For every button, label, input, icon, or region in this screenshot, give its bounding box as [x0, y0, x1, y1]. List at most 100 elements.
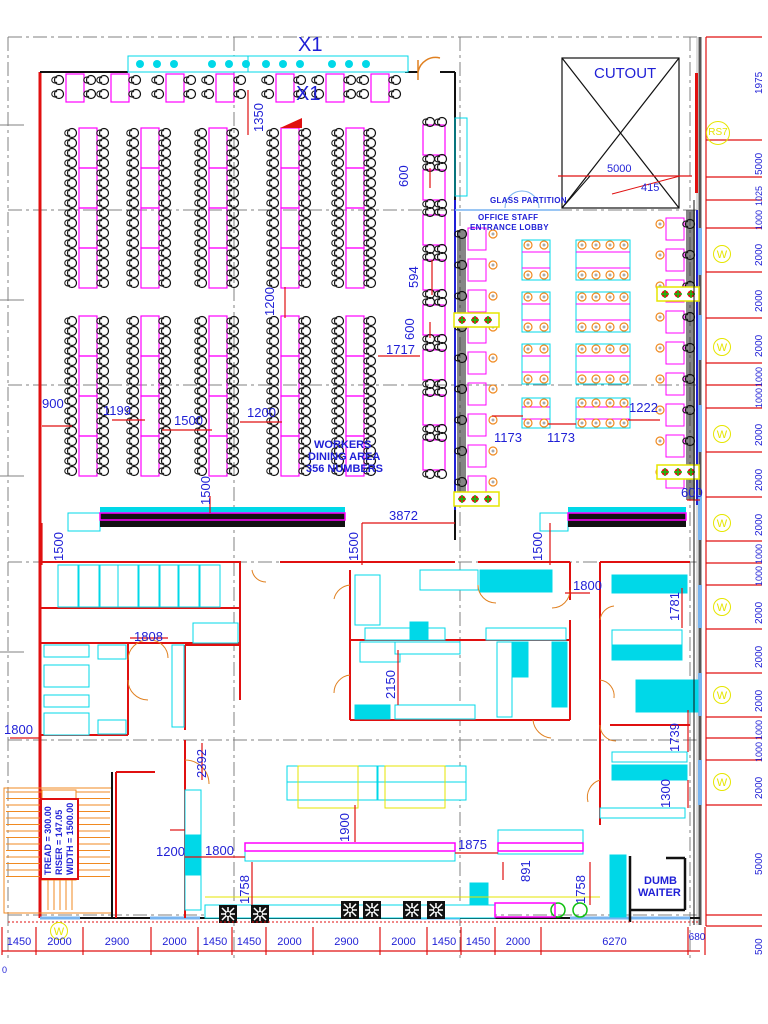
- bottom-dim-1: 1450: [6, 936, 32, 948]
- bottom-dim-13: 6270: [602, 936, 627, 948]
- right-dim-20: 2000: [754, 776, 765, 799]
- dim-2392: 2392: [194, 749, 209, 778]
- right-dim-2: 5000: [754, 152, 765, 175]
- bottom-dim-14: 680: [688, 932, 706, 943]
- cutout-width-dim: 5000: [607, 163, 632, 175]
- column-marker-w: W: [713, 514, 731, 532]
- dim-1800-left: 1800: [4, 722, 33, 737]
- right-dim-17: 2000: [754, 689, 765, 712]
- origin-label: 0: [2, 965, 8, 975]
- right-dim-9: 1000: [754, 387, 764, 408]
- dim-900: 900: [42, 396, 64, 411]
- dim-1500: 1500: [174, 413, 203, 428]
- bottom-dim-6: 1450: [236, 936, 262, 948]
- dim-600-top: 600: [396, 165, 411, 187]
- bottom-dim-5: 1450: [202, 936, 228, 948]
- column-marker-w: W: [713, 686, 731, 704]
- column-marker-w: W: [713, 245, 731, 263]
- dimension-lines: [1, 36, 762, 955]
- dim-1717: 1717: [386, 342, 415, 357]
- top-counter: [127, 55, 409, 73]
- glass-partition-label: GLASS PARTITION: [490, 196, 567, 205]
- right-dim-22: 500: [754, 938, 765, 955]
- dim-1900: 1900: [337, 813, 352, 842]
- right-dim-21: 5000: [754, 852, 765, 875]
- dining-label-line3: 356 NUMBERS: [306, 463, 384, 475]
- dim-600-right: 600: [681, 485, 703, 500]
- dim-891: 891: [518, 860, 533, 882]
- dim-1500-vertical-1: 1500: [198, 476, 213, 505]
- right-dim-15: 2000: [754, 601, 765, 624]
- dim-1173-b: 1173: [547, 430, 575, 445]
- right-dim-14: 1000: [754, 565, 764, 586]
- serving-counter-right: [539, 507, 687, 532]
- dim-1739: 1739: [667, 723, 682, 752]
- dim-600-mid: 600: [402, 318, 417, 340]
- bottom-dim-3: 2900: [104, 936, 130, 948]
- bottom-dim-11: 1450: [465, 936, 491, 948]
- stair-specification-note: TREAD = 300.00 RISER = 147.05 WIDTH = 15…: [40, 797, 79, 880]
- bottom-dim-2: 2000: [47, 936, 72, 948]
- dim-1199: 1199: [103, 403, 131, 418]
- dim-1500-vertical-2: 1500: [346, 532, 361, 561]
- dining-label-line2: DINING AREA: [308, 451, 381, 463]
- right-dim-5: 2000: [754, 243, 765, 266]
- bottom-dim-9: 2000: [391, 936, 416, 948]
- dim-1350: 1350: [251, 103, 266, 132]
- right-dim-7: 2000: [754, 334, 765, 357]
- dim-1758-b: 1758: [573, 875, 588, 904]
- grid-label-x1-top: X1: [298, 34, 323, 56]
- dim-1500-vertical-3: 1500: [51, 532, 66, 561]
- column-marker-rs7: RS7: [706, 121, 730, 145]
- dim-1200-horizontal: 1200: [247, 405, 276, 420]
- dim-1200-lower: 1200: [156, 844, 185, 859]
- right-dim-6: 2000: [754, 289, 765, 312]
- plant-boxes: [453, 286, 700, 507]
- column-marker-w: W: [713, 338, 731, 356]
- serving-counter-left: [67, 507, 346, 532]
- dim-1808: 1808: [134, 629, 163, 644]
- dim-1875: 1875: [458, 837, 487, 852]
- column-marker-w: W: [713, 425, 731, 443]
- dim-1200-vertical: 1200: [262, 287, 277, 316]
- grid-label-x1-bottom: X1: [296, 83, 321, 105]
- right-dim-11: 2000: [754, 468, 765, 491]
- bottom-dim-8: 2900: [334, 936, 359, 948]
- cutout-label: CUTOUT: [594, 65, 657, 82]
- column-marker-w: W: [713, 598, 731, 616]
- column-marker-w: W: [50, 922, 68, 940]
- dim-1800-lower: 1800: [205, 843, 234, 858]
- cutout-box: [561, 57, 680, 209]
- cutout-offset-dim: 415: [641, 182, 660, 194]
- dim-1222: 1222: [629, 400, 658, 415]
- dim-1300: 1300: [658, 779, 673, 808]
- stair-treads: [6, 791, 110, 910]
- dining-label-line1: WORKERS: [314, 439, 372, 451]
- right-dim-19: 1000: [754, 741, 764, 762]
- dim-1758-a: 1758: [237, 875, 252, 904]
- dumb-waiter-label-line1: DUMB: [644, 875, 677, 887]
- column-marker-w: W: [713, 773, 731, 791]
- dim-1800-kitchen: 1800: [573, 578, 602, 593]
- dim-1500-vertical-4: 1500: [530, 532, 545, 561]
- right-dim-13: 1000: [754, 543, 764, 564]
- bottom-dim-4: 2000: [162, 936, 187, 948]
- dim-1173-a: 1173: [494, 430, 522, 445]
- dumb-waiter-label-line2: WAITER: [638, 887, 681, 899]
- dim-1781: 1781: [667, 592, 682, 621]
- dim-594: 594: [406, 266, 421, 288]
- dumb-waiter-shaft: [628, 856, 687, 922]
- office-lobby-label-line2: ENTRANCE LOBBY: [470, 223, 549, 232]
- office-tables: [454, 217, 696, 499]
- kitchen-equipment: [43, 564, 699, 919]
- right-dim-16: 2000: [754, 645, 765, 668]
- bottom-dim-12: 2000: [505, 936, 531, 948]
- right-dim-18: 1000: [754, 719, 764, 740]
- right-dim-12: 2000: [754, 513, 765, 536]
- stair-riser: RISER = 147.05: [54, 809, 64, 875]
- bottom-dim-7: 2000: [277, 936, 302, 948]
- dining-tables: [51, 73, 448, 480]
- stair-tread: TREAD = 300.00: [43, 806, 53, 875]
- office-lobby-label-line1: OFFICE STAFF: [478, 213, 539, 222]
